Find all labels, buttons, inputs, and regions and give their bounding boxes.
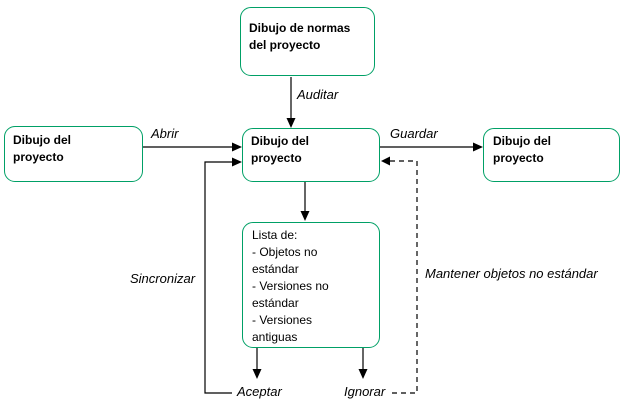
edge-label-abrir: Abrir (151, 126, 179, 141)
node-dibujo-proyecto-derecha: Dibujo del proyecto (483, 128, 620, 182)
edge-auditar-arrow (286, 77, 296, 128)
edge-label-auditar: Auditar (297, 87, 339, 102)
edge-label-ignorar: Ignorar (344, 384, 386, 399)
edge-label-guardar: Guardar (390, 126, 438, 141)
node-dibujo-normas-proyecto: Dibujo de normas del proyecto (240, 7, 375, 76)
node-dibujo-proyecto-izquierda: Dibujo del proyecto (4, 126, 143, 182)
edge-centro-lista-arrow (300, 182, 310, 221)
edge-label-sincronizar: Sincronizar (130, 271, 196, 286)
edge-guardar-arrow (380, 142, 483, 152)
edge-mantener-dashed-arrow (381, 156, 418, 394)
edge-label-aceptar: Aceptar (237, 384, 282, 399)
edge-lista-ignorar-arrow (358, 348, 368, 379)
edge-sincronizar-arrow (204, 157, 242, 394)
node-lista-objetos: Lista de: - Objetos no estándar - Versio… (242, 222, 380, 348)
edge-lista-aceptar-arrow (252, 348, 262, 379)
edge-abrir-arrow (143, 142, 242, 152)
node-dibujo-proyecto-centro: Dibujo del proyecto (242, 128, 380, 182)
edge-label-mantener-objetos: Mantener objetos no estándar (425, 266, 598, 281)
